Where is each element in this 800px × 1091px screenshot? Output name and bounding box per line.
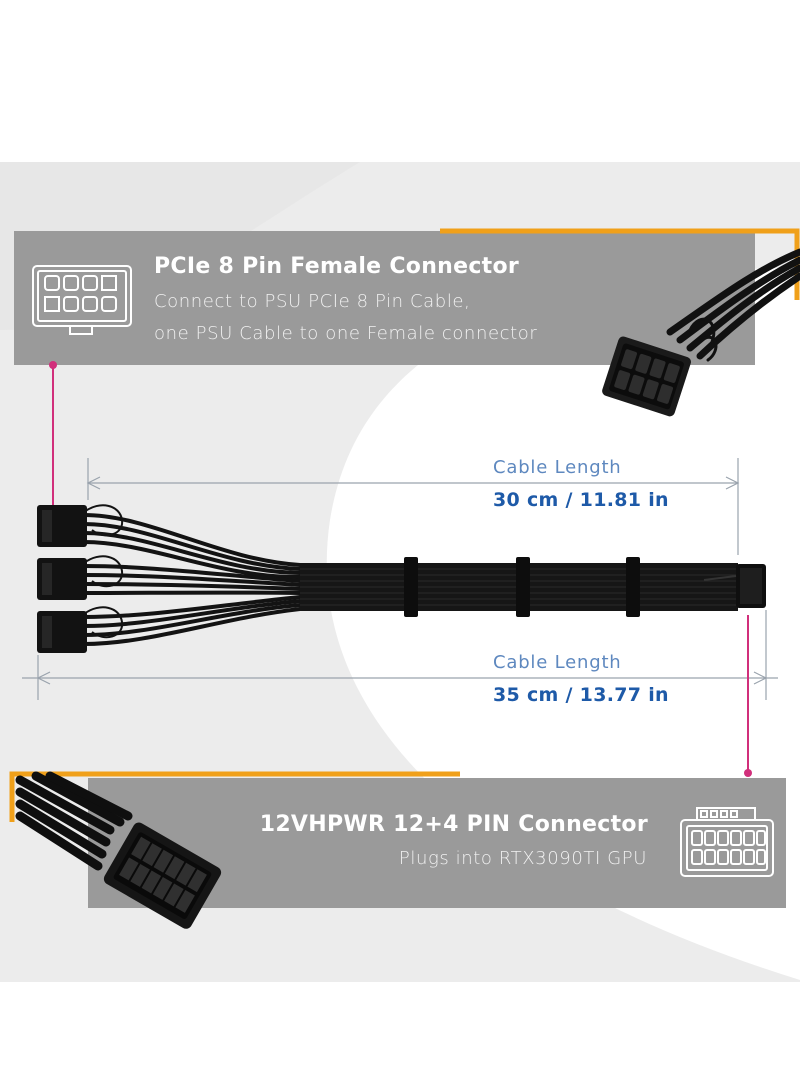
dimension-short-value: 30 cm / 11.81 in — [493, 489, 669, 511]
bottom-panel-title: 12VHPWR 12+4 PIN Connector — [259, 812, 648, 837]
dimension-long-line — [22, 610, 778, 700]
top-pointer-dot — [49, 361, 57, 369]
bottom-panel-subtitle: Plugs into RTX3090TI GPU — [398, 848, 647, 869]
top-panel-subtitle-line1: Connect to PSU PCIe 8 Pin Cable, — [154, 291, 471, 312]
bottom-pointer-dot — [744, 769, 752, 777]
dimension-long-label: Cable Length — [493, 652, 622, 673]
top-panel-title: PCIe 8 Pin Female Connector — [154, 254, 520, 279]
top-panel-subtitle-line2: one PSU Cable to one Female connector — [154, 323, 538, 344]
dimension-short-label: Cable Length — [493, 457, 622, 478]
dimension-long-value: 35 cm / 13.77 in — [493, 684, 669, 706]
dimension-short-line — [86, 458, 740, 555]
